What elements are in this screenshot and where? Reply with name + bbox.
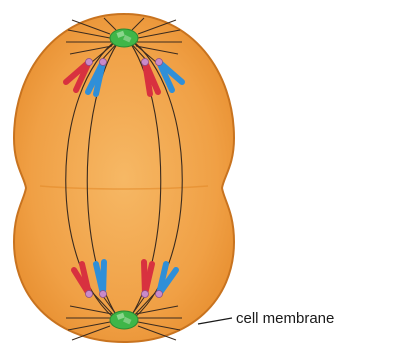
centrosome-top bbox=[110, 29, 138, 47]
centrosome-bottom bbox=[110, 311, 138, 329]
cell-membrane-label: cell membrane bbox=[236, 310, 334, 327]
cell-membrane-leader-line bbox=[198, 318, 232, 324]
cell-membrane bbox=[14, 14, 234, 342]
